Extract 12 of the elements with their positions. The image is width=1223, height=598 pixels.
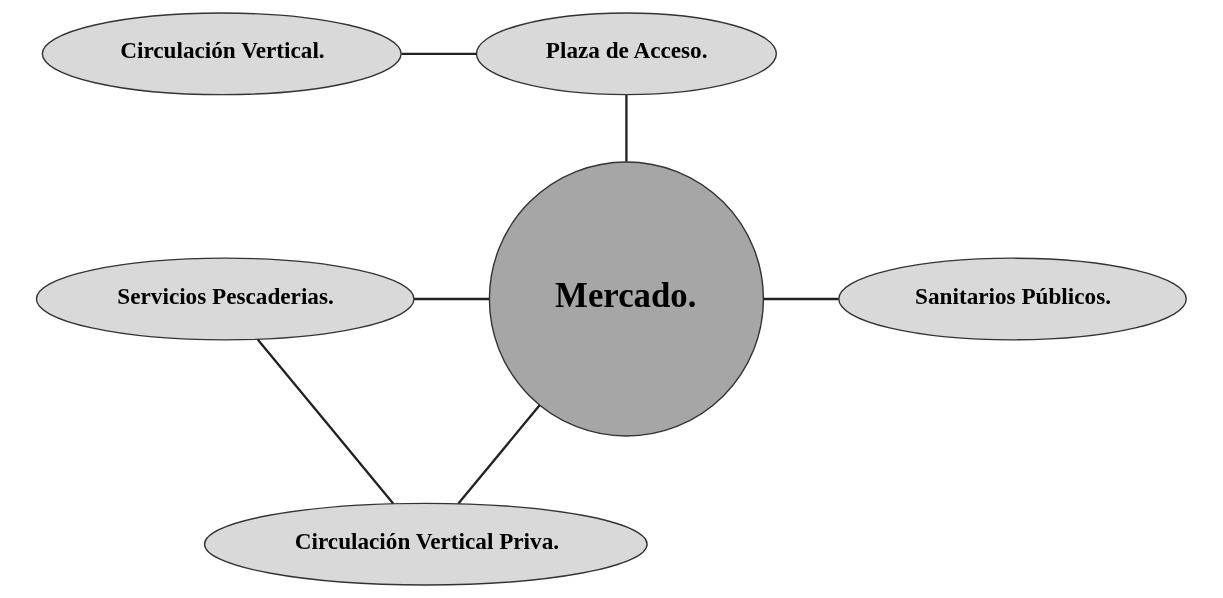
node-ellipse: Servicios Pescaderias.: [35, 257, 415, 341]
connector: [414, 297, 490, 301]
connector: [625, 95, 628, 162]
node-ellipse: Sanitarios Públicos.: [838, 257, 1187, 341]
node-circle: Mercado.: [488, 161, 765, 437]
node-ellipse: Circulación Vertical.: [41, 12, 402, 96]
connector: [401, 52, 477, 55]
node-ellipse: Plaza de Acceso.: [475, 12, 778, 96]
connector: [257, 339, 395, 505]
node-ellipse: Circulación Vertical Priva.: [203, 502, 648, 586]
connector: [457, 404, 541, 505]
connector: [763, 297, 839, 301]
